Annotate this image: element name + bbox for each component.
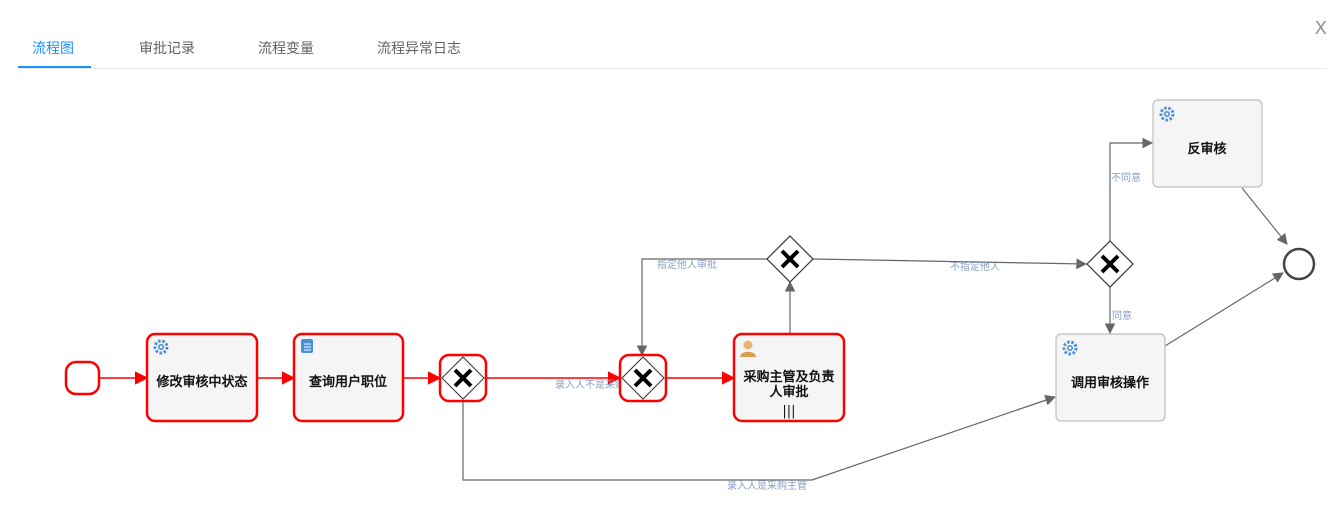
close-icon[interactable]: X (1314, 18, 1327, 39)
flow-gateway1-to-call (462, 395, 1057, 481)
flow-gateway4-to-reverse (1109, 137, 1154, 241)
task-query-position-label: 查询用户职位 (308, 374, 387, 390)
task-call-review[interactable]: 调用审核操作 (1055, 333, 1166, 422)
gear-icon (153, 339, 169, 355)
flow-gateway3-to-gateway2 (636, 258, 767, 357)
task-modify-status[interactable]: 修改审核中状态 (145, 332, 259, 423)
user-icon (740, 340, 756, 357)
flow-label-assign-other: 指定他人审批 (657, 258, 717, 271)
gateway-exclusive-2[interactable] (618, 353, 668, 403)
script-icon (301, 339, 313, 353)
task-call-review-label: 调用审核操作 (1071, 375, 1149, 391)
gateway-exclusive-3[interactable] (766, 235, 814, 283)
end-event[interactable] (1282, 247, 1316, 281)
flow-label-not-assign: 不指定他人 (950, 260, 1000, 273)
task-purchasing-approval[interactable]: 采购主管及负责 人审批 ||| (732, 332, 846, 423)
task-reverse-review-label: 反审核 (1187, 141, 1226, 157)
tab-approval-records[interactable]: 审批记录 (139, 40, 195, 56)
task-query-position[interactable]: 查询用户职位 (292, 332, 405, 423)
gear-icon (1159, 106, 1175, 122)
gear-icon (1062, 340, 1078, 356)
flow-call-to-end (1164, 272, 1284, 347)
tab-flow-exception-log[interactable]: 流程异常日志 (377, 40, 461, 56)
flow-reverse-to-end (1241, 187, 1288, 245)
active-tab-indicator (18, 66, 91, 68)
flow-label-agree: 同意 (1112, 309, 1132, 322)
tab-flow-variables[interactable]: 流程变量 (258, 40, 314, 56)
task-purchasing-approval-label-line2: 人审批 (769, 384, 808, 400)
flow-label-is-purchasing: 录入人是采购主管 (727, 479, 807, 492)
gateway-exclusive-1[interactable] (438, 353, 488, 403)
pending-flows (462, 137, 1288, 481)
tab-flow-chart[interactable]: 流程图 (32, 40, 74, 56)
gateway-exclusive-4[interactable] (1086, 240, 1134, 288)
task-reverse-review[interactable]: 反审核 (1152, 99, 1263, 188)
multi-instance-marker: ||| (782, 404, 795, 419)
tab-bar: 流程图 审批记录 流程变量 流程异常日志 (18, 0, 1326, 69)
task-purchasing-approval-label-line1: 采购主管及负责 (742, 369, 834, 385)
flow-label-disagree: 不同意 (1111, 171, 1141, 184)
task-modify-status-label: 修改审核中状态 (155, 374, 247, 390)
start-event[interactable] (64, 360, 101, 396)
flow-gateway3-to-gateway4 (812, 258, 1088, 270)
